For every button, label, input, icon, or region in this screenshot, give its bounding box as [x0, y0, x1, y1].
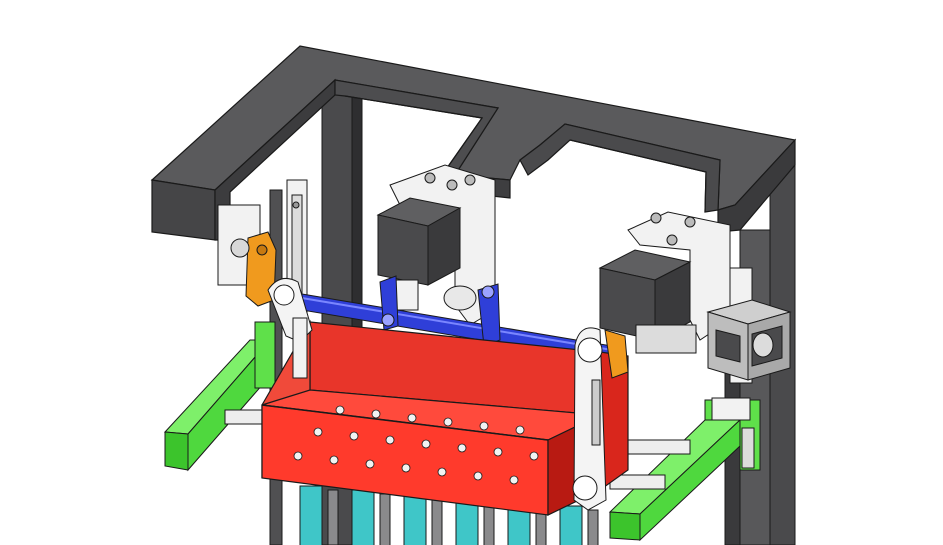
tray-fastener — [529, 451, 539, 461]
tray-fastener — [349, 431, 359, 441]
tray-fastener — [401, 463, 411, 473]
red-tray — [261, 319, 629, 516]
tray-fastener — [437, 467, 447, 477]
center-motor-assembly — [376, 164, 496, 326]
tray-fastener — [407, 413, 417, 423]
right-green-arm — [608, 397, 761, 542]
tray-fastener — [385, 435, 395, 445]
right-motor-assembly — [598, 211, 792, 384]
cylinder-row — [299, 485, 599, 545]
tray-fastener — [473, 471, 483, 481]
tray-fastener — [443, 417, 453, 427]
tray-fastener — [493, 447, 503, 457]
tray-fastener — [515, 425, 525, 435]
tray-fastener — [421, 439, 431, 449]
teal-cylinder — [507, 501, 547, 545]
tray-fastener-pattern — [293, 405, 539, 485]
teal-cylinder — [403, 493, 443, 545]
tray-fastener — [329, 455, 339, 465]
tray-fastener — [335, 405, 345, 415]
tray-fastener — [371, 409, 381, 419]
top-u-frame — [150, 45, 797, 241]
tray-fastener — [313, 427, 323, 437]
right-link-plate — [572, 327, 629, 511]
tray-fastener — [365, 459, 375, 469]
teal-cylinder — [559, 505, 599, 545]
tray-fastener — [457, 443, 467, 453]
left-green-arm — [163, 321, 281, 472]
tray-fastener — [479, 421, 489, 431]
teal-cylinder — [299, 485, 339, 545]
teal-cylinder — [351, 489, 391, 545]
tray-fastener — [509, 475, 519, 485]
tray-fastener — [293, 451, 303, 461]
left-link-plate — [267, 277, 313, 379]
